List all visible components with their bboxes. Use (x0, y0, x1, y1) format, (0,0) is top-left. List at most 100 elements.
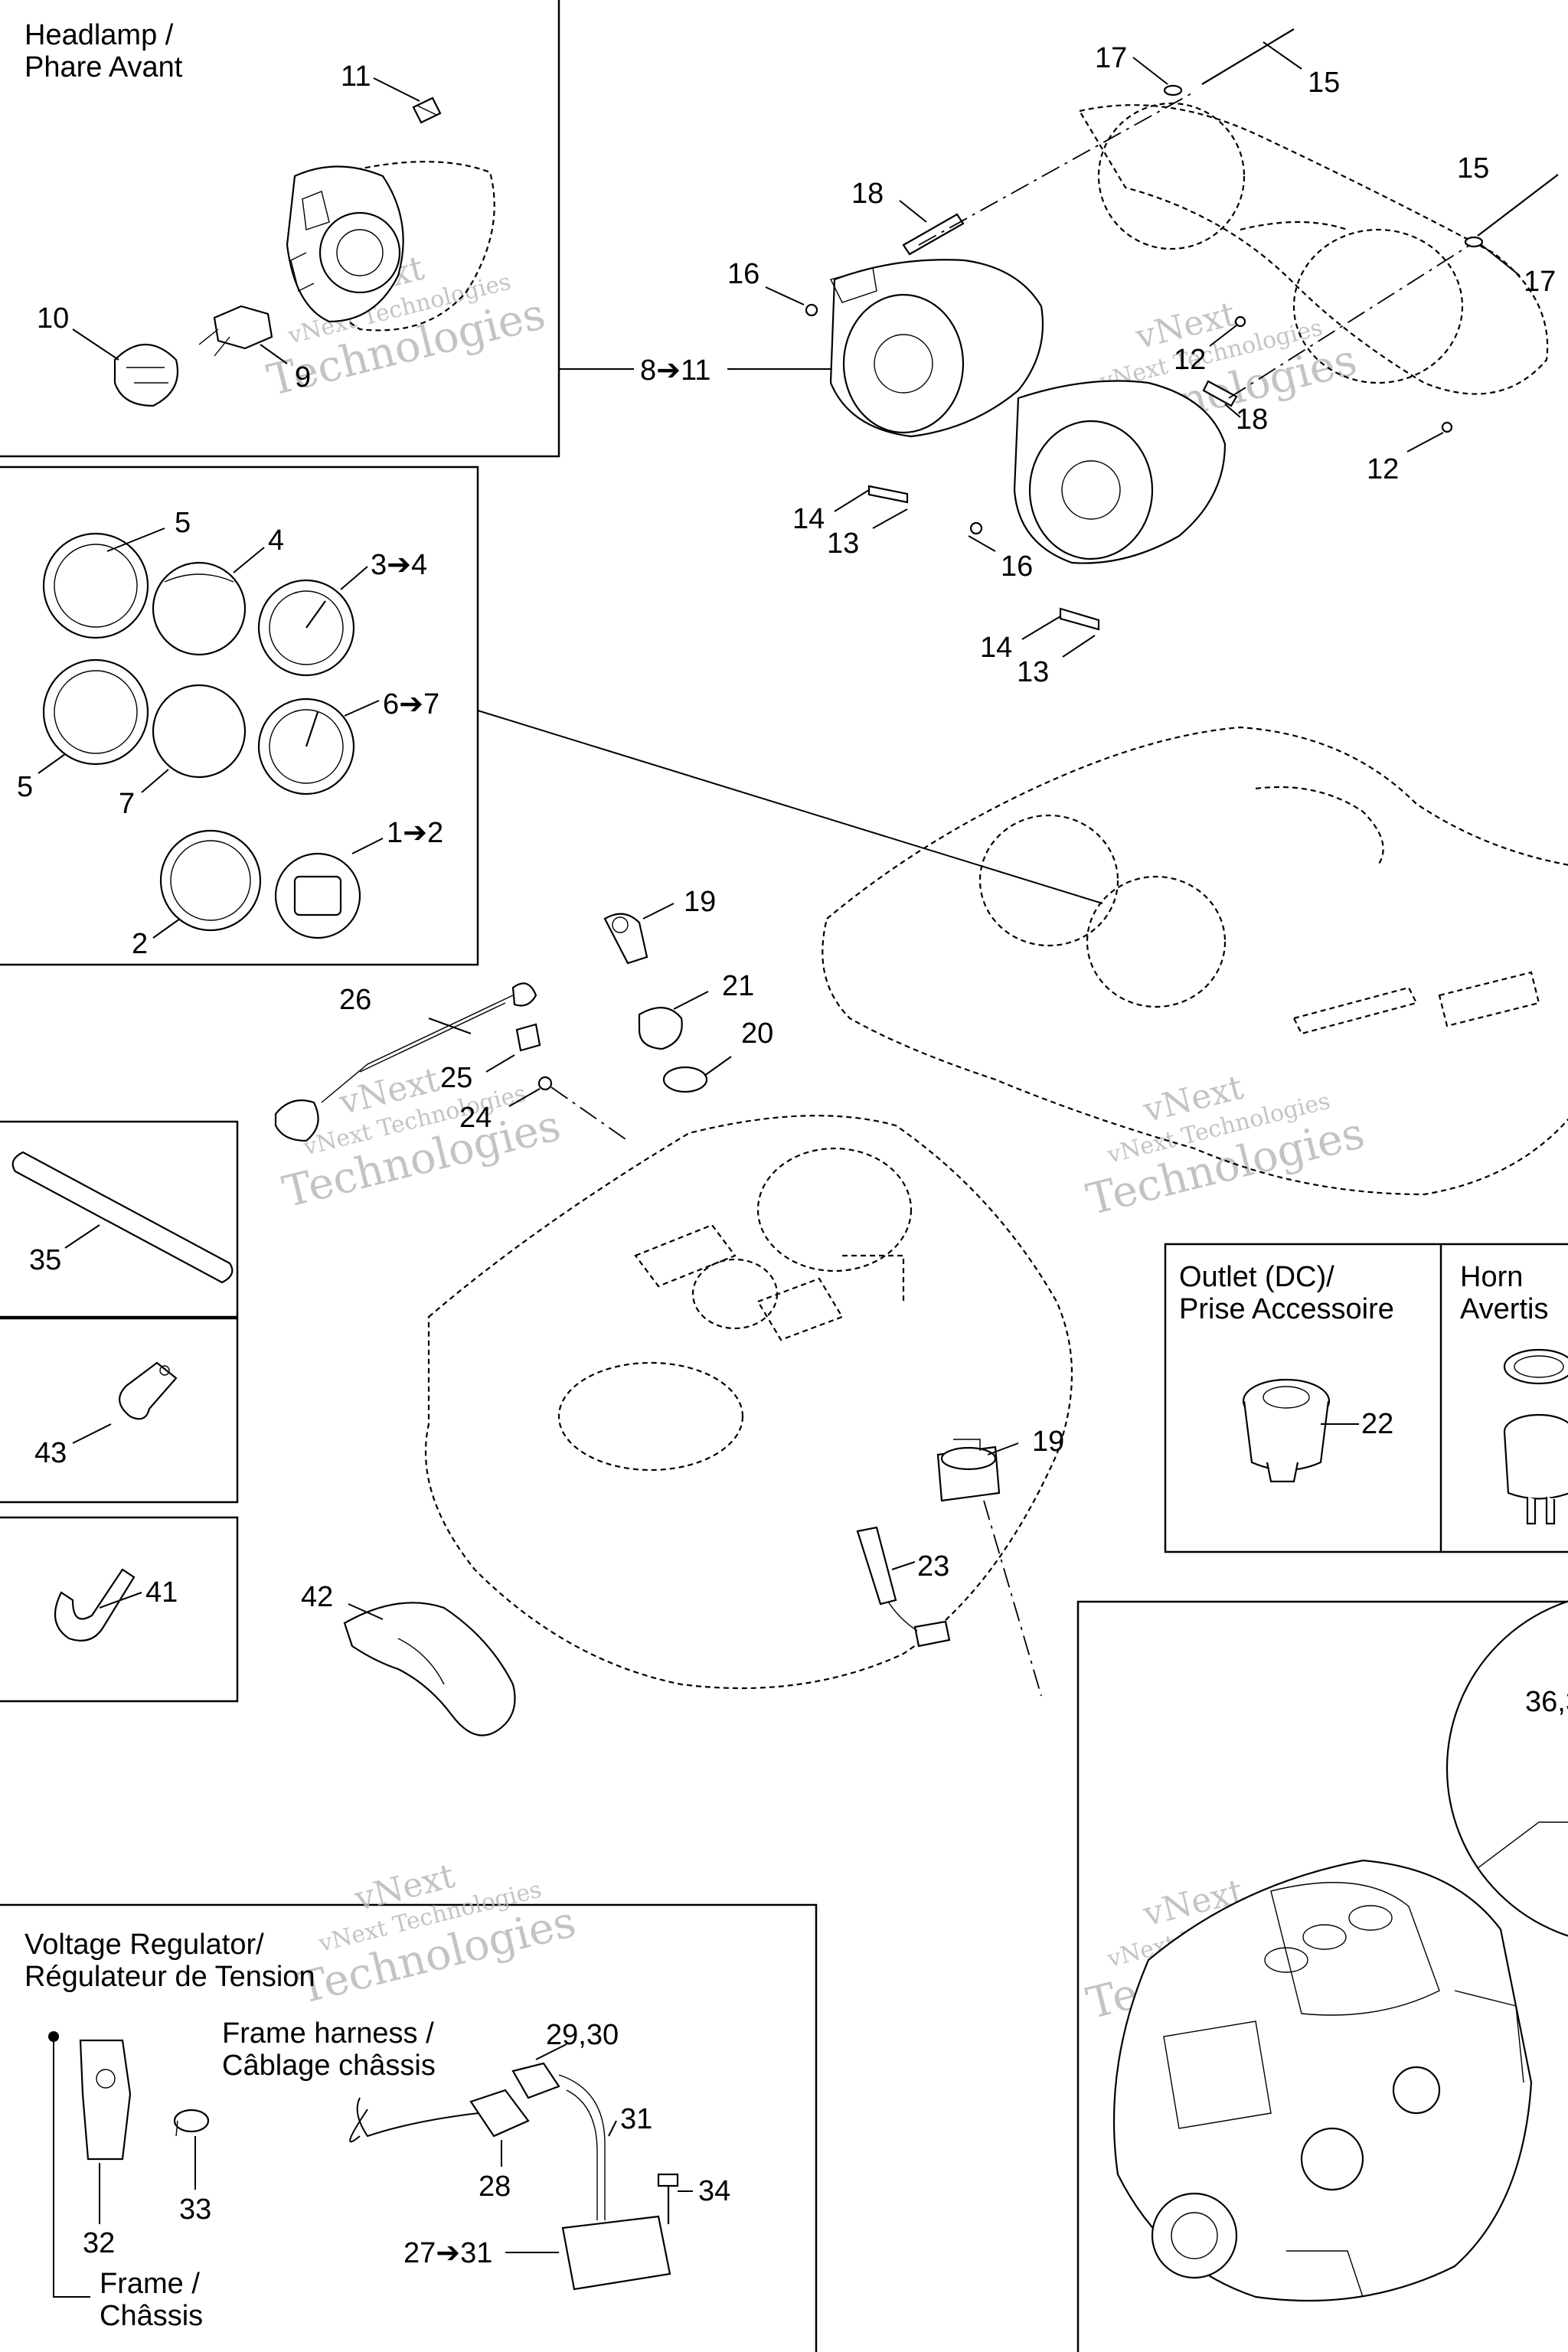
bulb-socket-11 (412, 96, 442, 124)
regulator-title-fr: Régulateur de Tension (24, 1961, 315, 1993)
callout-13b: 13 (1017, 656, 1049, 688)
outlet-title-fr: Prise Accessoire (1179, 1293, 1394, 1325)
callout-41: 41 (145, 1576, 178, 1609)
engine-block (1112, 1859, 1533, 2302)
leader-12a (1209, 325, 1237, 347)
leader-25 (485, 1054, 515, 1073)
callout-17a: 17 (1095, 42, 1127, 74)
sensor-23 (856, 1526, 951, 1648)
leader-6-7 (344, 700, 380, 717)
leader-14b (1021, 616, 1061, 640)
callout-26: 26 (339, 984, 371, 1016)
callout-28: 28 (479, 2171, 511, 2203)
callout-2: 2 (132, 928, 148, 960)
leader-gauges-to-console (477, 710, 1103, 904)
cover-tube-inset-frame (0, 1120, 239, 1318)
gauge-bezel-5-bottom (42, 658, 149, 766)
screw-15-top (1201, 28, 1295, 85)
headlamp-title-en: Headlamp / (24, 19, 174, 51)
harness-arrow-curve (349, 2109, 368, 2143)
washer-17-top (1163, 84, 1183, 96)
screw-14-left (867, 485, 909, 504)
headlamp-left-unit (829, 259, 1044, 438)
harness-title-fr: Câblage châssis (222, 2050, 436, 2082)
callout-14b: 14 (980, 632, 1012, 664)
callout-34: 34 (698, 2175, 730, 2207)
leader-11 (373, 77, 420, 102)
callout-36: 36,3 (1525, 1686, 1568, 1718)
nut-20 (662, 1066, 708, 1093)
screw-14-right (1059, 607, 1100, 631)
centerline-right (1228, 244, 1471, 399)
console-panel (424, 1115, 1073, 1690)
leader-7 (141, 769, 169, 793)
horn-parts (1503, 1348, 1568, 1525)
key-19 (603, 913, 648, 965)
callout-13a: 13 (827, 528, 859, 560)
frame-title-fr: Châssis (100, 2300, 203, 2332)
leader-26 (428, 1018, 472, 1034)
leader-4 (233, 547, 265, 573)
grommet-12-b (1441, 421, 1453, 433)
cover-tube-35 (11, 1151, 234, 1284)
leader-10 (72, 328, 119, 361)
callout-17b: 17 (1524, 266, 1556, 298)
callout-35: 35 (29, 1244, 61, 1276)
gauges-inset-frame (0, 466, 479, 966)
horn-title-en: Horn (1460, 1261, 1523, 1293)
leader-19a (642, 903, 675, 920)
leader-14a (834, 489, 870, 512)
leader-19b (987, 1442, 1019, 1455)
gauge-6-7 (257, 697, 355, 795)
gauge-bezel-5-top (42, 532, 149, 639)
gauge-3-4 (257, 579, 355, 677)
leader-29-30 (535, 2043, 567, 2060)
dc-outlet-22 (1242, 1378, 1331, 1483)
callout-5b: 5 (17, 771, 33, 803)
callout-21: 21 (722, 970, 754, 1002)
leader-35 (64, 1224, 100, 1249)
outlet-title-en: Outlet (DC)/ (1179, 1261, 1334, 1293)
horn-title-fr: Avertis (1460, 1293, 1548, 1325)
callout-20: 20 (741, 1018, 773, 1050)
callout-23: 23 (917, 1550, 949, 1583)
leader-43 (72, 1423, 112, 1444)
gauge-bezel-2 (159, 829, 262, 932)
callout-31: 31 (620, 2103, 652, 2135)
callout-10: 10 (37, 302, 69, 335)
leader-18b (1224, 403, 1241, 418)
spring-18-right (1202, 380, 1238, 407)
leader-17b (1481, 244, 1521, 276)
callout-15b: 15 (1457, 152, 1489, 185)
leader-5b (38, 753, 66, 774)
callout-3-4: 3➔4 (371, 549, 427, 581)
switch-19 (936, 1439, 1001, 1502)
headlamp-inset-frame (0, 0, 560, 458)
frame-title-en: Frame / (100, 2268, 200, 2300)
callout-14a: 14 (792, 503, 825, 535)
connector-28 (469, 2089, 530, 2138)
leader-15a (1263, 41, 1302, 70)
leader-16b (968, 535, 996, 552)
callout-19b: 19 (1032, 1426, 1064, 1458)
engine-inset-frame (1076, 1600, 1568, 2352)
callout-11: 11 (341, 60, 371, 93)
centerline-console (550, 1086, 629, 1142)
regulator-title-en: Voltage Regulator/ (24, 1929, 264, 1961)
engine-detail-circle (1446, 1600, 1568, 1937)
regulator-inset-frame (0, 1903, 818, 2352)
cap-25 (515, 1023, 541, 1052)
callout-6-7: 6➔7 (383, 688, 439, 720)
spring-18-left (902, 213, 965, 256)
leader-21 (673, 991, 709, 1010)
leader-18a (899, 200, 927, 223)
leader-2 (152, 918, 181, 939)
screw-15-right (1477, 174, 1559, 237)
headlamp-housing-bracket (1078, 102, 1549, 395)
leader-5a (106, 528, 165, 552)
callout-27-31: 27➔31 (403, 2237, 492, 2269)
callout-33: 33 (179, 2194, 211, 2226)
callout-18b: 18 (1236, 403, 1268, 436)
harness-title-en: Frame harness / (222, 2017, 434, 2050)
